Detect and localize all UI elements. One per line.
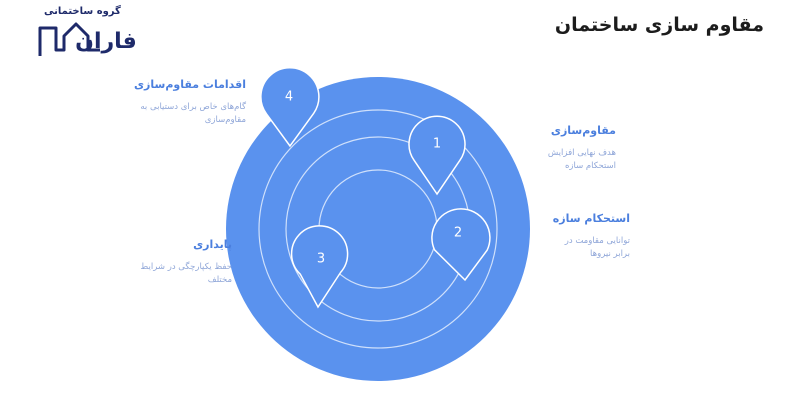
step-2-label: استحکام سازه توانایی مقاومت در برابر نیر… xyxy=(550,212,630,261)
logo-subtitle: گروه ساختمانی xyxy=(44,6,121,17)
pin-2-number: 2 xyxy=(454,226,462,241)
pin-3-icon[interactable]: 3 xyxy=(290,225,349,309)
step-3-title: پایداری xyxy=(193,238,232,251)
step-1-description: هدف نهایی افزایش استحکام سازه xyxy=(547,148,616,171)
step-4-description: گام‌های خاص برای دستیابی به مقاوم‌سازی xyxy=(140,102,246,125)
svg-text:فاران: فاران xyxy=(75,29,136,54)
step-1-label: مقاوم‌سازی هدف نهایی افزایش استحکام سازه xyxy=(520,124,616,173)
pin-4-icon[interactable]: 4 xyxy=(260,67,320,148)
pin-1-icon[interactable]: 1 xyxy=(408,115,466,196)
ring-outer xyxy=(258,109,498,349)
faran-logo-icon: فاران xyxy=(38,22,136,56)
step-4-title: اقدامات مقاوم‌سازی xyxy=(133,78,246,91)
pin-3-number: 3 xyxy=(317,252,325,267)
step-3-label: پایداری حفظ یکپارچگی در شرایط مختلف xyxy=(120,238,232,287)
step-2-title: استحکام سازه xyxy=(552,212,630,225)
page-title: مقاوم سازی ساختمان xyxy=(554,14,764,36)
pin-2-icon[interactable]: 2 xyxy=(431,208,491,282)
pin-4-number: 4 xyxy=(285,90,293,105)
pin-1-number: 1 xyxy=(433,137,441,152)
step-3-description: حفظ یکپارچگی در شرایط مختلف xyxy=(140,262,232,285)
step-2-description: توانایی مقاومت در برابر نیروها xyxy=(564,236,630,259)
step-1-title: مقاوم‌سازی xyxy=(550,124,616,137)
step-4-label: اقدامات مقاوم‌سازی گام‌های خاص برای دستی… xyxy=(133,78,246,127)
